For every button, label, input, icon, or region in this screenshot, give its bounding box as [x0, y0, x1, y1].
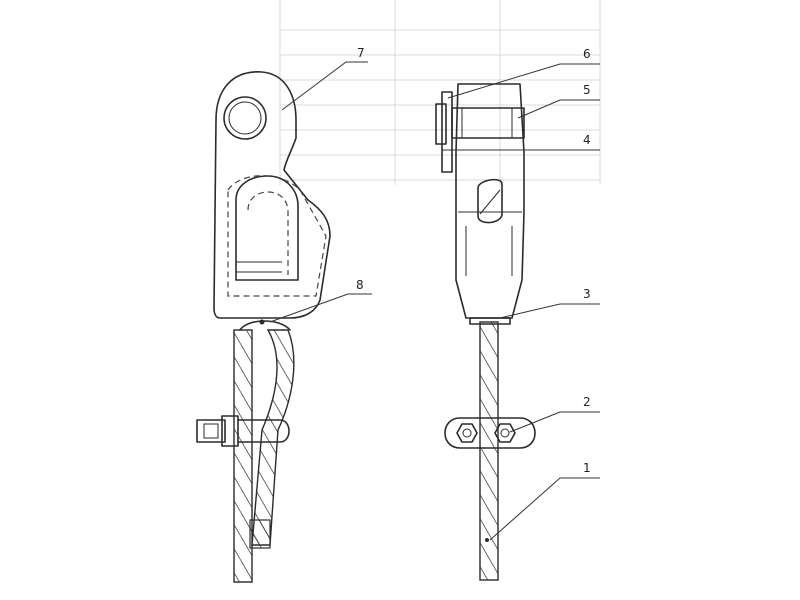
callout-number-1: 1 — [583, 461, 591, 475]
right-rope — [479, 321, 499, 581]
left-rope-clip — [196, 415, 290, 447]
faint-parts-table — [279, 0, 601, 185]
rope-bend — [239, 320, 291, 331]
callout-number-2: 2 — [583, 395, 591, 409]
pin-bolt-assembly — [435, 91, 525, 173]
callout-number-8: 8 — [356, 278, 364, 292]
callout-4: 4 — [446, 133, 600, 151]
callout-3: 3 — [499, 287, 600, 319]
left-rope-tail — [249, 329, 295, 549]
callout-8: 8 — [269, 278, 372, 323]
callout-2: 2 — [509, 395, 600, 433]
rope-marker — [485, 538, 489, 542]
callout-number-7: 7 — [357, 46, 365, 60]
callout-1: 1 — [489, 461, 600, 541]
right-view-assembly — [435, 83, 536, 581]
left-rope-main — [233, 329, 253, 583]
callout-7: 7 — [281, 46, 368, 111]
wedge-socket-body — [213, 71, 331, 325]
callout-6: 6 — [447, 47, 600, 99]
callout-number-6: 6 — [583, 47, 591, 61]
left-view-assembly — [196, 71, 331, 583]
double-bolt-clip — [444, 417, 536, 449]
socket-side-body — [455, 83, 525, 325]
callout-5: 5 — [517, 83, 600, 119]
callout-number-3: 3 — [583, 287, 591, 301]
callout-number-4: 4 — [583, 133, 591, 147]
callout-number-5: 5 — [583, 83, 591, 97]
